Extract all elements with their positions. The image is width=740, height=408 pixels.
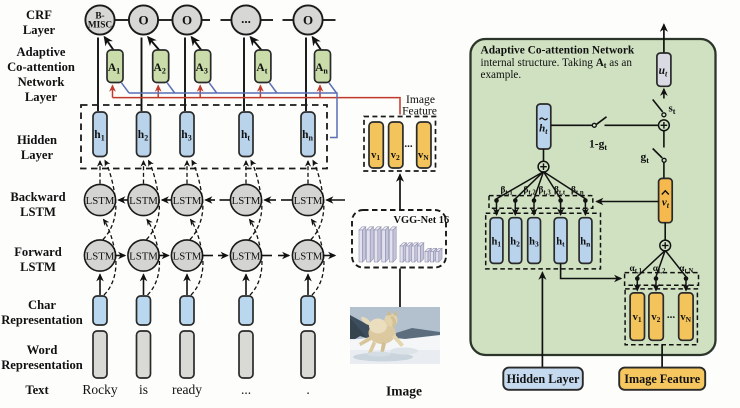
svg-text:LSTM: LSTM xyxy=(173,195,202,207)
svg-text:h3: h3 xyxy=(529,237,539,249)
svg-text:ht: ht xyxy=(556,237,565,249)
svg-text:O: O xyxy=(182,13,192,28)
svg-text:v2: v2 xyxy=(651,312,660,324)
svg-text:O: O xyxy=(138,13,148,28)
svg-text:h1: h1 xyxy=(492,237,502,249)
svg-text:MISC: MISC xyxy=(88,21,112,31)
svg-text:...: ... xyxy=(404,138,413,150)
svg-text:vN: vN xyxy=(418,150,429,162)
svg-text:.: . xyxy=(306,382,309,397)
svg-text:v1: v1 xyxy=(633,312,642,324)
svg-text:LSTM: LSTM xyxy=(294,195,323,207)
svg-text:1-gt: 1-gt xyxy=(589,139,607,152)
svg-text:O: O xyxy=(303,13,313,28)
svg-text:hn: hn xyxy=(302,129,313,143)
svg-text:example.: example. xyxy=(481,69,522,81)
svg-text:βt,t: βt,t xyxy=(554,186,566,197)
svg-text:...: ... xyxy=(241,382,251,397)
svg-text:VGG-Net 16: VGG-Net 16 xyxy=(394,215,450,226)
svg-text:ht: ht xyxy=(241,129,250,143)
svg-text:LSTM: LSTM xyxy=(232,250,261,262)
svg-text:Word: Word xyxy=(27,343,58,357)
svg-text:Adaptive Co-attention Network: Adaptive Co-attention Network xyxy=(481,45,635,57)
svg-text:Layer: Layer xyxy=(23,23,56,37)
svg-text:Layer: Layer xyxy=(25,90,58,104)
svg-text:LSTM: LSTM xyxy=(86,250,115,262)
svg-text:...: ... xyxy=(241,11,251,26)
svg-text:vt: vt xyxy=(662,197,670,210)
svg-text:Backward: Backward xyxy=(10,190,65,204)
svg-text:Hidden Layer: Hidden Layer xyxy=(507,372,580,386)
svg-text:hn: hn xyxy=(580,237,591,249)
svg-text:v2: v2 xyxy=(391,150,400,162)
svg-text:vN: vN xyxy=(680,312,691,324)
svg-text:Rocky: Rocky xyxy=(82,382,117,397)
svg-text:ready: ready xyxy=(172,382,202,397)
svg-text:h3: h3 xyxy=(181,129,191,143)
svg-text:internal structure. Taking At: internal structure. Taking At as an xyxy=(481,57,633,70)
svg-text:LSTM: LSTM xyxy=(173,250,202,262)
svg-text:is: is xyxy=(139,382,148,397)
svg-text:Image: Image xyxy=(406,93,435,106)
svg-text:LSTM: LSTM xyxy=(129,195,158,207)
svg-text:LSTM: LSTM xyxy=(86,195,115,207)
svg-text:Char: Char xyxy=(28,298,56,312)
svg-text:βt,3: βt,3 xyxy=(539,186,552,197)
svg-text:αt,2: αt,2 xyxy=(653,264,666,275)
svg-text:βt,1: βt,1 xyxy=(501,186,514,197)
svg-text:...: ... xyxy=(667,309,676,321)
svg-text:ht: ht xyxy=(539,123,548,136)
svg-text:st: st xyxy=(669,103,676,116)
svg-text:Adaptive: Adaptive xyxy=(17,45,66,59)
svg-text:h2: h2 xyxy=(138,129,148,143)
svg-text:h1: h1 xyxy=(94,129,104,143)
svg-text:CRF: CRF xyxy=(26,8,52,22)
svg-text:αt,N: αt,N xyxy=(679,264,693,275)
svg-text:gt: gt xyxy=(641,152,650,165)
svg-text:Forward: Forward xyxy=(14,245,62,259)
svg-text:At: At xyxy=(256,62,267,76)
svg-text:Image: Image xyxy=(386,384,422,399)
svg-text:v1: v1 xyxy=(371,150,380,162)
svg-text:Feature: Feature xyxy=(402,105,437,118)
svg-text:βt,2: βt,2 xyxy=(524,186,537,197)
svg-text:LSTM: LSTM xyxy=(294,250,323,262)
svg-text:Network: Network xyxy=(18,75,65,89)
svg-text:Representation: Representation xyxy=(1,358,83,372)
svg-text:αt,1: αt,1 xyxy=(630,264,643,275)
svg-text:Text: Text xyxy=(25,383,49,397)
svg-text:Layer: Layer xyxy=(21,148,54,162)
svg-text:Image Feature: Image Feature xyxy=(624,372,701,386)
svg-text:LSTM: LSTM xyxy=(20,205,56,219)
svg-text:Co-attention: Co-attention xyxy=(7,60,75,74)
svg-text:LSTM: LSTM xyxy=(232,195,261,207)
svg-text:LSTM: LSTM xyxy=(129,250,158,262)
svg-text:h2: h2 xyxy=(510,237,520,249)
svg-text:LSTM: LSTM xyxy=(20,260,56,274)
svg-text:Hidden: Hidden xyxy=(17,133,57,147)
svg-text:βt,n: βt,n xyxy=(571,186,584,197)
svg-text:ut: ut xyxy=(659,65,668,79)
svg-text:B-: B- xyxy=(95,12,104,22)
svg-text:Representation: Representation xyxy=(1,313,83,327)
